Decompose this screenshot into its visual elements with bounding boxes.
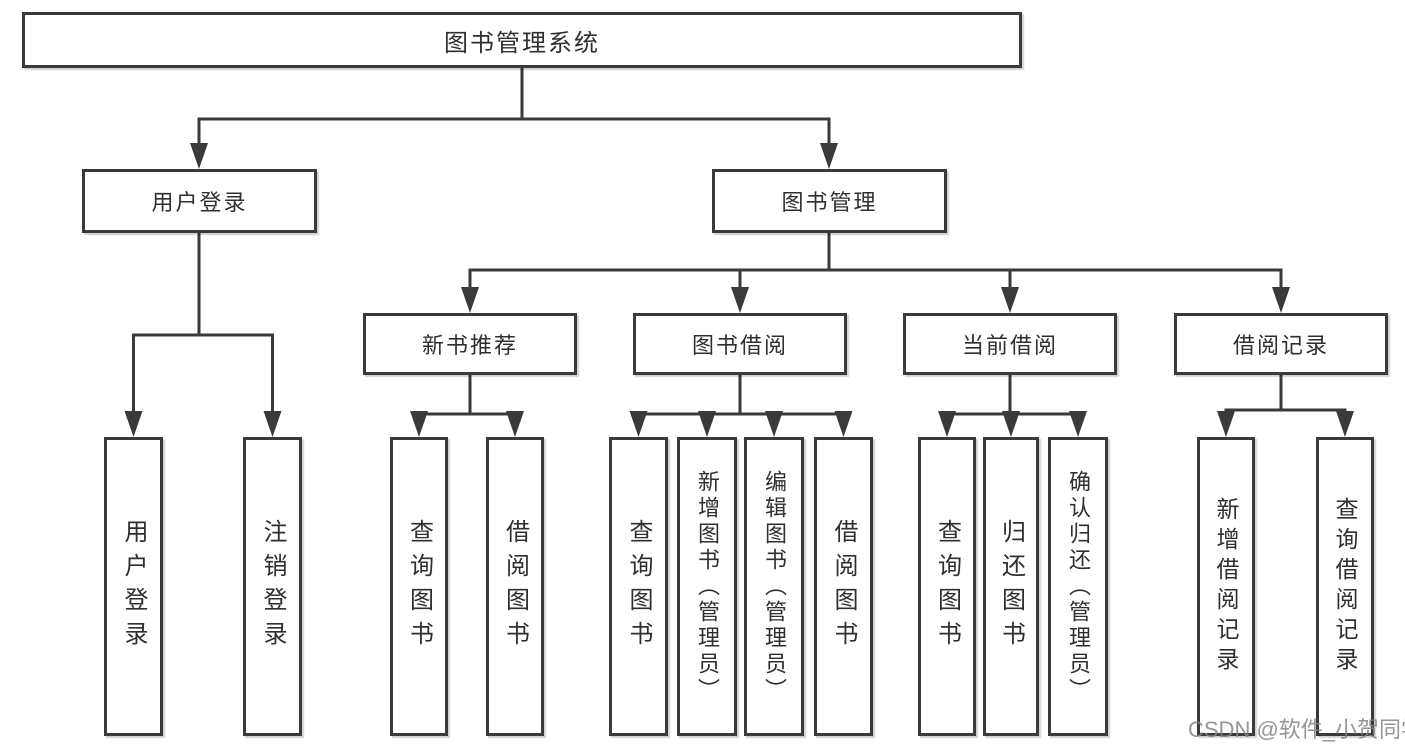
node-label: 新增图书（管理员） [695,469,720,704]
node-book-borrowing: 图书借阅 [633,313,847,375]
node-add-books-admin: 新增图书（管理员） [677,437,737,736]
node-confirm-return-admin: 确认归还（管理员） [1048,437,1108,736]
node-user-login-action: 用户登录 [104,437,163,736]
arrowhead-query-books-2 [629,411,648,437]
arrowhead-edit-books [765,411,783,437]
node-label: 图书借阅 [691,333,788,358]
node-label: 新书推荐 [421,333,518,358]
arrowhead-query-books-3 [938,411,956,437]
arrowhead-borrow-records [1272,287,1290,313]
arrowhead-current-borrow [1001,287,1019,313]
node-label: 查询图书 [405,518,433,655]
node-label: 图书管理 [781,190,878,215]
node-query-books-1: 查询图书 [390,437,448,736]
node-query-borrow-record: 查询借阅记录 [1316,437,1374,736]
node-borrowing-records: 借阅记录 [1174,313,1388,375]
arrowhead-book-borrow [731,287,749,313]
arrowhead-return-books [1002,411,1020,437]
arrowhead-query-borrow-record [1336,411,1354,437]
node-label: 用户登录 [151,190,248,215]
arrowhead-confirm-return [1069,411,1087,437]
node-label: 当前借阅 [961,333,1058,358]
node-label: 查询借阅记录 [1332,496,1358,677]
node-book-management: 图书管理 [712,169,947,233]
node-logout-action: 注销登录 [243,437,302,736]
arrowhead-new-book [461,287,479,313]
node-label: 确认归还（管理员） [1066,469,1091,704]
node-query-books-2: 查询图书 [609,437,668,736]
arrowhead-add-borrow-record [1217,411,1235,437]
arrowhead-borrow-books-2 [834,411,853,437]
node-label: 新增借阅记录 [1213,496,1239,677]
arrowhead-book-mgmt [820,143,838,169]
arrowhead-borrow-books-1 [506,411,524,437]
arrowhead-logout-leaf [263,411,282,437]
node-label: 查询图书 [625,518,652,655]
node-label: 图书管理系统 [444,29,600,57]
arrowhead-login-leaf [124,411,143,437]
node-return-books: 归还图书 [983,437,1039,736]
node-label: 用户登录 [120,518,147,655]
node-current-borrowing: 当前借阅 [903,313,1117,375]
node-borrow-books-1: 借阅图书 [486,437,544,736]
arrowhead-query-books-1 [410,411,428,437]
node-library-management-system: 图书管理系统 [22,12,1022,68]
arrowhead-add-books [698,411,716,437]
node-query-books-3: 查询图书 [918,437,976,736]
node-label: 注销登录 [259,518,286,655]
arrowhead-user-login [190,143,208,169]
watermark-text: CSDN @软件_小贺同学 [1188,717,1405,742]
node-new-book-recommend: 新书推荐 [363,313,577,375]
node-label: 查询图书 [933,518,961,655]
node-label: 归还图书 [997,518,1025,655]
node-add-borrow-record: 新增借阅记录 [1197,437,1255,736]
node-label: 编辑图书（管理员） [762,469,787,704]
node-label: 借阅图书 [830,518,857,655]
node-borrow-books-2: 借阅图书 [814,437,873,736]
node-edit-books-admin: 编辑图书（管理员） [744,437,804,736]
node-user-login: 用户登录 [82,169,317,233]
node-label: 借阅图书 [501,518,529,655]
node-label: 借阅记录 [1232,333,1329,358]
